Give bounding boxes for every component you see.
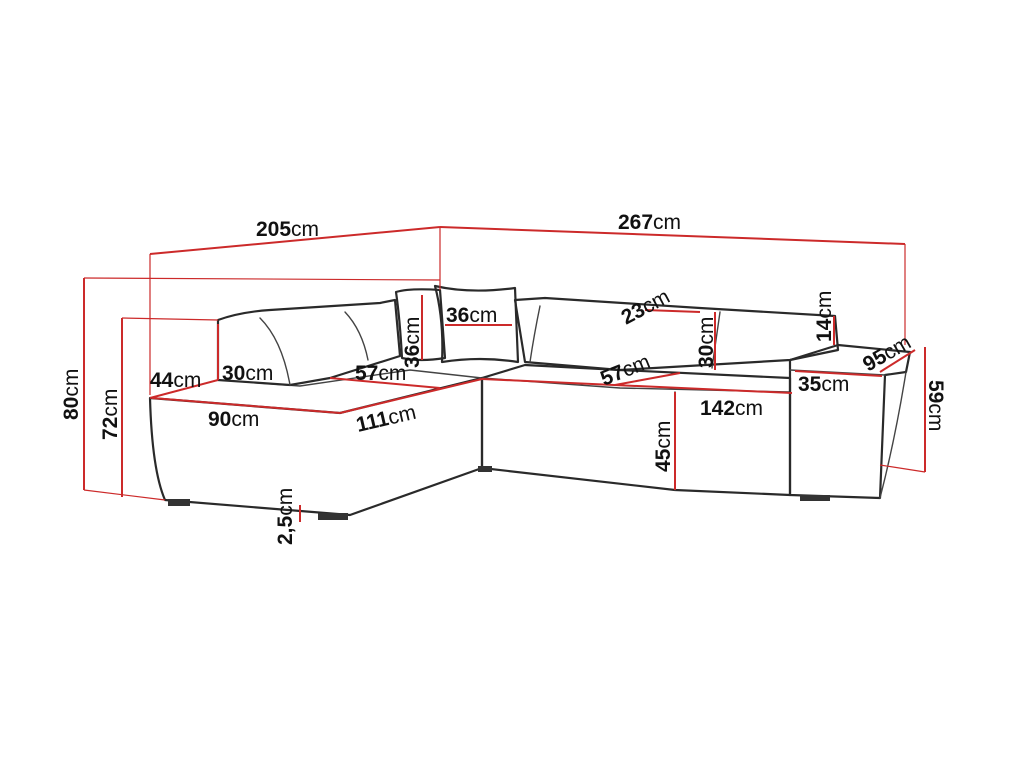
leg-front-left — [168, 499, 190, 506]
left-backrest — [216, 298, 402, 387]
left-backrest-seam-2 — [344, 311, 369, 361]
label-30a: 30cm — [222, 362, 273, 385]
dim-ext-72-top — [121, 317, 219, 321]
label-205: 205cm — [256, 218, 319, 241]
label-59: 59cm — [924, 380, 947, 431]
right-backrest-seam — [529, 305, 541, 363]
label-14: 14cm — [813, 291, 836, 342]
label-45: 45cm — [652, 421, 675, 472]
dim-line-95 — [879, 349, 916, 373]
label-23: 23cm — [618, 285, 674, 329]
dim-ext-80-bottom — [83, 489, 166, 501]
dim-line-205 — [149, 226, 441, 255]
left-backrest-seam — [259, 317, 291, 386]
label-90: 90cm — [208, 408, 259, 431]
label-57a: 57cm — [355, 362, 406, 385]
dimension-lines — [83, 226, 926, 522]
label-35: 35cm — [798, 373, 849, 396]
pillow-center — [433, 284, 520, 364]
label-142: 142cm — [700, 397, 763, 420]
dim-line-111 — [339, 378, 483, 414]
right-armrest — [788, 343, 912, 500]
label-72: 72cm — [99, 389, 122, 440]
dim-line-267 — [439, 226, 906, 245]
dim-line-90 — [151, 397, 341, 414]
label-44: 44cm — [150, 369, 201, 392]
label-36v: 36cm — [401, 317, 424, 368]
label-30b: 30cm — [695, 317, 718, 368]
label-267: 267cm — [618, 211, 681, 234]
leg-inner-corner — [478, 466, 492, 472]
label-25: 2,5cm — [274, 488, 297, 545]
dim-line-23 — [644, 309, 701, 313]
dim-line-57b — [614, 372, 681, 386]
right-backrest — [513, 296, 840, 372]
dim-ext-59-bottom — [879, 464, 926, 473]
label-36h: 36cm — [446, 304, 497, 327]
dim-ext-80-top — [83, 277, 441, 281]
dim-line-142 — [481, 378, 793, 394]
leg-front-middle — [318, 513, 348, 520]
label-80: 80cm — [60, 369, 83, 420]
right-armrest-side — [879, 371, 907, 499]
main-seat-front — [480, 363, 792, 497]
dim-line-57a — [329, 377, 441, 389]
chaise-front-block — [148, 376, 484, 517]
dimension-labels: 205cm 267cm 80cm 72cm 44cm 30cm 57cm 36c… — [60, 211, 947, 545]
sofa-outline — [148, 284, 912, 520]
leg-front-right — [800, 495, 830, 501]
dim-line-35 — [794, 370, 883, 377]
dim-line-44 — [149, 379, 219, 399]
